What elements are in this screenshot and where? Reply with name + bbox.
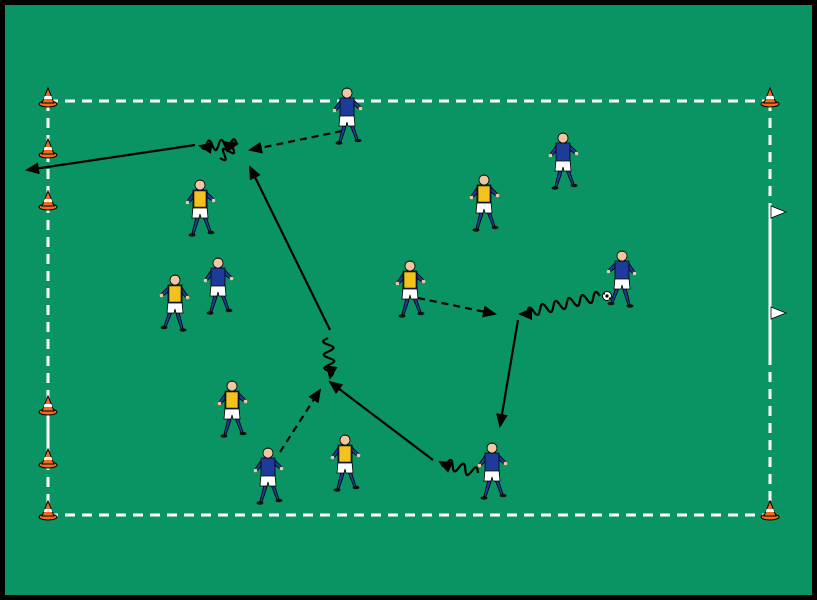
ball <box>602 291 612 301</box>
arrow-pass <box>248 129 343 154</box>
cone <box>38 86 58 108</box>
cone <box>38 189 58 211</box>
cone <box>38 447 58 469</box>
player-yellow <box>185 179 216 237</box>
cones <box>38 86 788 521</box>
player-yellow <box>469 174 500 232</box>
player-blue <box>253 447 284 505</box>
cone <box>760 499 780 521</box>
arrow-dribble <box>219 141 239 162</box>
player-blue <box>477 442 508 500</box>
player-yellow <box>395 260 426 318</box>
cone <box>38 394 58 416</box>
player-blue <box>606 250 637 308</box>
player-yellow <box>159 274 190 332</box>
players <box>159 87 637 505</box>
player-blue <box>332 87 363 145</box>
arrow-run <box>328 380 434 461</box>
arrow-dribble <box>322 337 338 380</box>
corner-flag <box>769 205 788 242</box>
player-yellow <box>330 434 361 492</box>
corner-flag <box>769 306 788 343</box>
player-blue <box>548 132 579 190</box>
player-blue <box>203 257 234 315</box>
arrow-pass <box>279 388 322 453</box>
cone <box>38 499 58 521</box>
player-yellow <box>217 380 248 438</box>
arrow-run <box>496 319 520 428</box>
arrow-dribble <box>518 290 601 320</box>
cone <box>760 86 780 108</box>
cone <box>38 137 58 159</box>
arrow-run <box>25 143 196 175</box>
movement-arrows <box>25 129 601 477</box>
arrow-dribble <box>438 458 480 477</box>
arrow-run <box>249 165 331 331</box>
arrow-pass <box>417 296 497 318</box>
